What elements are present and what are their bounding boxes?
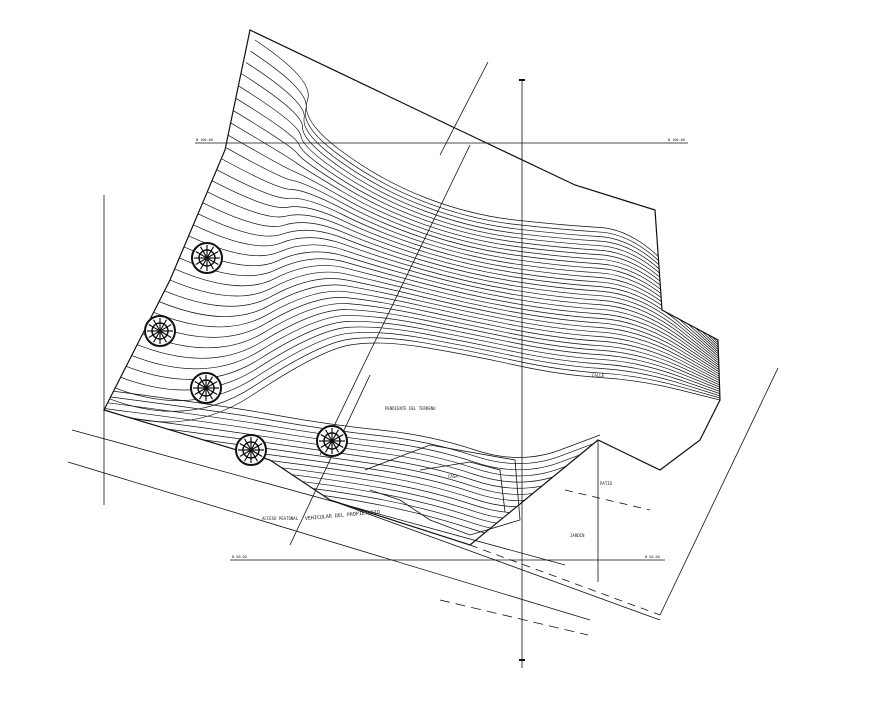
tree-icon xyxy=(235,434,267,466)
contour-line xyxy=(177,230,720,367)
contour-line xyxy=(204,163,720,354)
contour-line xyxy=(104,432,601,501)
contour-line xyxy=(104,469,601,538)
axis-label-top-left: N 100.00 xyxy=(196,138,213,142)
contour-line xyxy=(150,284,720,380)
contour-line xyxy=(173,241,720,369)
contour-line xyxy=(104,451,601,520)
contour-line xyxy=(104,342,720,423)
contour-line xyxy=(245,62,720,335)
contour-line xyxy=(159,271,720,375)
division-lines xyxy=(289,61,489,546)
contour-line xyxy=(113,332,720,401)
text-labels: VEHICULAR DEL PROPIETARIO PENDIENTE DEL … xyxy=(196,138,685,559)
axis-label-bottom-left: N 50.00 xyxy=(232,555,247,559)
contour-line xyxy=(123,320,720,392)
building-outlines xyxy=(364,444,521,536)
contour-line xyxy=(254,39,720,331)
road-label: VEHICULAR DEL PROPIETARIO xyxy=(305,509,381,522)
contour-line xyxy=(132,309,720,388)
contour-line xyxy=(218,129,720,348)
contour-line xyxy=(127,315,720,390)
contour-line xyxy=(118,326,720,394)
axis-label-bottom-right: N 50.00 xyxy=(645,555,660,559)
contour-line xyxy=(109,337,720,412)
parcel-boundary xyxy=(103,29,721,546)
contour-line xyxy=(104,463,601,532)
survey-grid xyxy=(103,79,688,668)
contour-line xyxy=(145,290,720,382)
tree-icon xyxy=(144,315,176,347)
contour-line xyxy=(186,207,720,363)
garden-label: JARDIN xyxy=(570,533,585,538)
contour-line xyxy=(136,303,720,386)
tree-icon xyxy=(190,372,222,404)
contour-line xyxy=(154,278,720,377)
contour-line xyxy=(191,196,720,360)
contour-line xyxy=(104,395,601,465)
annotation-south: ACCESO PEATONAL xyxy=(262,516,299,521)
contour-line xyxy=(250,50,720,333)
contour-line xyxy=(227,106,720,343)
contour-line xyxy=(104,408,601,477)
contour-line xyxy=(213,140,720,350)
patio-label: PATIO xyxy=(600,481,613,486)
contour-line xyxy=(223,118,720,346)
contour-line xyxy=(195,185,720,358)
tree-icon xyxy=(316,425,348,457)
contour-line xyxy=(200,174,720,356)
contour-lines xyxy=(104,39,720,538)
contour-line xyxy=(241,73,720,337)
contour-line xyxy=(236,84,720,339)
annotation-center: PENDIENTE DEL TERRENO xyxy=(385,406,436,411)
contour-line xyxy=(141,297,720,384)
house-label: CASA xyxy=(448,474,458,479)
annotation-right: CALLE xyxy=(592,373,605,378)
trees-layer xyxy=(144,242,348,466)
tree-icon xyxy=(191,242,223,274)
contour-line xyxy=(104,445,601,514)
road-lines xyxy=(67,367,779,636)
contour-line xyxy=(104,426,601,495)
contour-line xyxy=(209,151,720,352)
axis-label-top-right: N 100.00 xyxy=(668,138,685,142)
contour-line xyxy=(104,401,601,471)
contour-line xyxy=(104,420,601,489)
contour-line xyxy=(182,219,720,365)
contour-line xyxy=(104,389,601,458)
contour-line xyxy=(232,95,720,341)
contour-line xyxy=(163,263,720,373)
contour-line xyxy=(168,252,720,371)
